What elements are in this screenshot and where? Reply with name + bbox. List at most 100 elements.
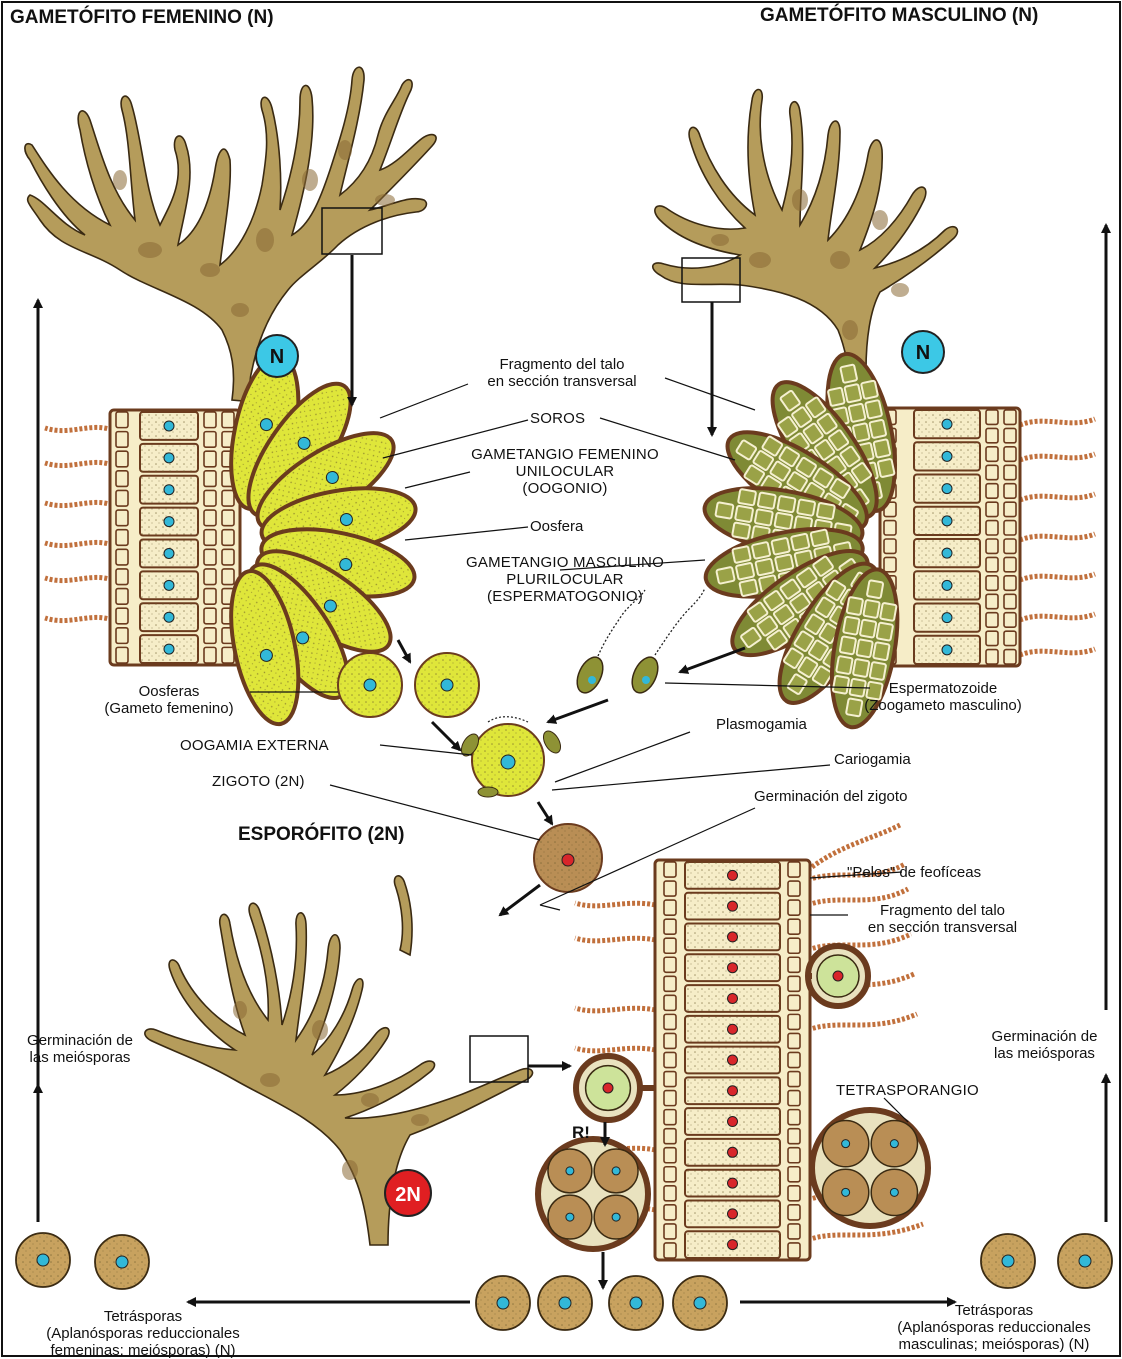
nucleus: [164, 644, 174, 654]
locule: [877, 622, 894, 640]
hair: [1020, 419, 1095, 425]
nucleus: [942, 645, 952, 655]
nucleus: [728, 1086, 738, 1096]
nucleus: [728, 1240, 738, 1250]
cortical-cell: [664, 1052, 676, 1067]
sporophyte-cell-column: [655, 860, 810, 1260]
cortical-cell: [204, 490, 216, 506]
locule: [775, 554, 794, 571]
cortical-cell: [204, 589, 216, 605]
label-oosfera: Oosfera: [530, 518, 583, 535]
locule: [843, 617, 860, 635]
cortical-cell: [788, 1224, 800, 1239]
label-tetrasporas-left: Tetrásporas(Aplanósporas reduccionalesfe…: [8, 1308, 278, 1359]
cortical-cell: [1004, 465, 1016, 479]
cortical-cell: [664, 1072, 676, 1087]
locule: [860, 620, 877, 638]
female-thallus: [25, 67, 436, 402]
male-spermatogonia: [700, 348, 909, 732]
cortical-cell: [986, 613, 998, 627]
cortical-cell: [788, 1148, 800, 1163]
cortical-cell: [664, 900, 676, 915]
cortical-cell: [884, 539, 896, 553]
cortical-cell: [664, 1110, 676, 1125]
cortical-cell: [788, 881, 800, 896]
cortical-cell: [664, 1033, 676, 1048]
label-espermatozoide: Espermatozoide(Zoogameto masculino): [838, 680, 1048, 714]
cortical-cell: [116, 510, 128, 526]
locule: [755, 559, 774, 576]
locule: [869, 420, 886, 439]
locule: [863, 600, 880, 618]
cortical-cell: [1004, 410, 1016, 424]
cortical-cell: [788, 1205, 800, 1220]
label-tetrasporangio: TETRASPORANGIO: [836, 1082, 979, 1099]
female-cell-column: [110, 410, 240, 665]
nucleus: [164, 580, 174, 590]
cortical-cell: [788, 900, 800, 915]
cortical-cell: [204, 451, 216, 467]
locule: [840, 364, 857, 383]
locule: [849, 404, 866, 423]
cortical-cell: [204, 530, 216, 546]
nucleus: [728, 1024, 738, 1034]
hair: [45, 577, 112, 580]
locule: [861, 380, 878, 399]
nucleus: [728, 1055, 738, 1065]
label-female-gametangium: GAMETANGIO FEMENINOUNILOCULAR(OOGONIO): [440, 446, 690, 497]
cortical-cell: [986, 428, 998, 442]
tetraspore-nucleus: [612, 1213, 620, 1221]
nucleus: [942, 580, 952, 590]
cortical-cell: [986, 594, 998, 608]
cortical-cell: [1004, 631, 1016, 645]
cortical-cell: [116, 647, 128, 663]
locule: [738, 489, 756, 506]
cortical-cell: [986, 465, 998, 479]
label-oogamia: OOGAMIA EXTERNA: [180, 737, 329, 754]
nucleus: [164, 612, 174, 622]
locule: [856, 639, 873, 657]
hair: [1020, 614, 1095, 620]
locule: [752, 542, 771, 559]
cortical-cell: [116, 608, 128, 624]
nucleus: [728, 932, 738, 942]
locule: [732, 546, 751, 563]
cortical-cell: [986, 484, 998, 498]
badge-sporophyte: 2N: [385, 1170, 431, 1216]
hair: [575, 1048, 655, 1051]
cortical-cell: [664, 957, 676, 972]
locule: [758, 492, 776, 509]
cortical-cell: [204, 608, 216, 624]
cortical-cell: [884, 521, 896, 535]
cortical-cell: [116, 628, 128, 644]
locule: [736, 563, 755, 580]
free-oosferas: [338, 653, 479, 717]
cortical-cell: [884, 557, 896, 571]
cortical-cell: [788, 1129, 800, 1144]
cortical-cell: [788, 919, 800, 934]
hair: [45, 617, 112, 620]
nucleus: [942, 613, 952, 623]
hair: [575, 903, 655, 906]
hair: [45, 462, 112, 465]
cortical-cell: [664, 995, 676, 1010]
nucleus: [164, 517, 174, 527]
locule: [739, 579, 758, 596]
hair: [45, 427, 112, 430]
label-soros: SOROS: [530, 410, 585, 427]
tetraspore-nucleus: [566, 1167, 574, 1175]
locule: [844, 384, 861, 403]
nucleus: [942, 451, 952, 461]
cortical-cell: [204, 549, 216, 565]
badge-sporophyte-text: 2N: [395, 1184, 421, 1206]
cortical-cell: [664, 1186, 676, 1201]
cortical-cell: [986, 410, 998, 424]
badge-male: N: [902, 331, 944, 373]
badge-female: N: [256, 335, 298, 377]
cortical-cell: [664, 862, 676, 877]
cortical-cell: [986, 631, 998, 645]
